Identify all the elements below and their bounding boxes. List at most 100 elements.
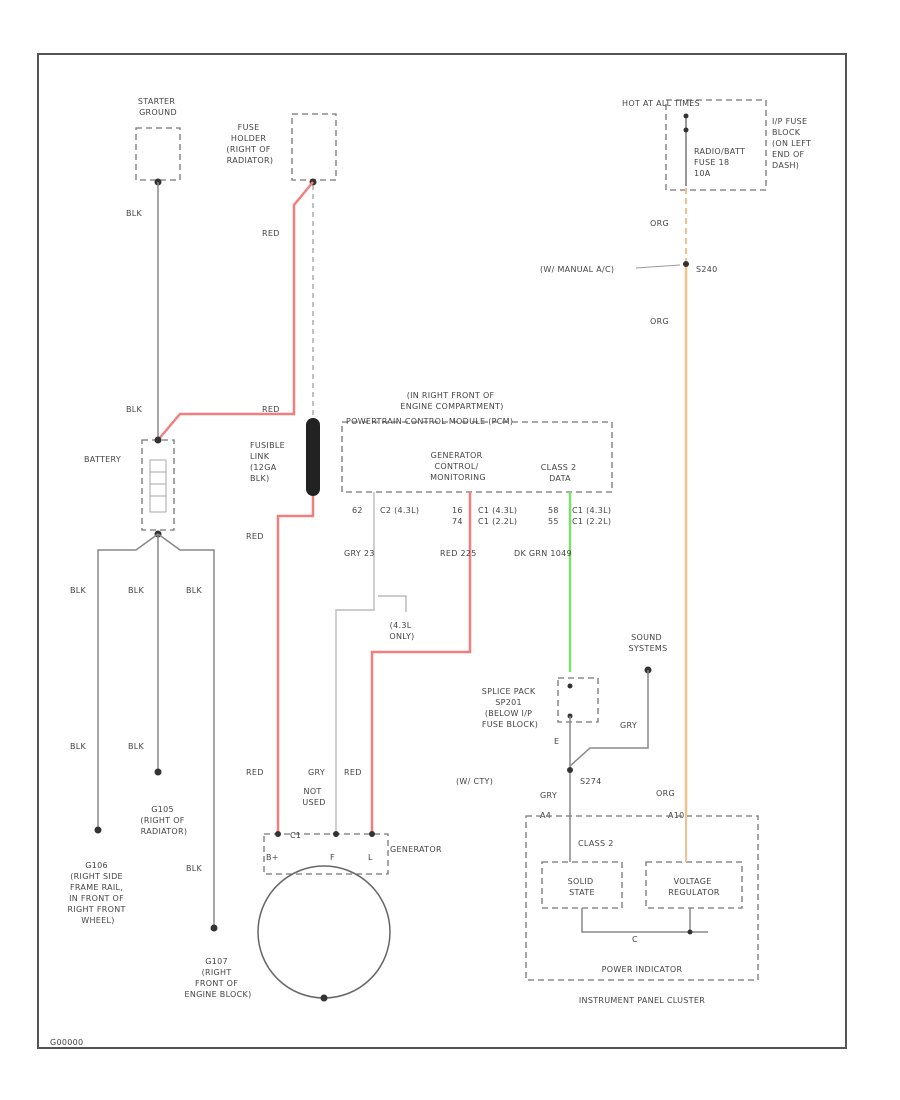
c1-connector-label: C1 <box>290 831 301 840</box>
solid-state-label: SOLID STATE <box>568 877 597 897</box>
wire-label-blk-6: BLK <box>70 742 87 751</box>
battery-ground-wire-g107 <box>157 533 215 928</box>
pcm-label: POWERTRAIN CONTROL MODULE (PCM) <box>346 417 513 426</box>
pcm-box <box>341 421 613 493</box>
gen-pin-f-node <box>333 831 339 837</box>
wire-label-org-2: ORG <box>650 317 669 326</box>
connector-c1-right-label: C1 (4.3L) <box>572 506 611 515</box>
splice-pack-node-top <box>567 683 573 689</box>
battery-positive-node <box>154 436 162 444</box>
battery-ground-wire-g106 <box>97 533 159 830</box>
connector-c1-22-label: C1 (2.2L) <box>478 517 517 526</box>
power-indicator-label: POWER INDICATOR <box>602 965 683 974</box>
wire-label-blk-4: BLK <box>128 586 145 595</box>
battery-label: BATTERY <box>84 455 121 464</box>
pin-74: 74 <box>452 517 463 526</box>
ip-fuse-block-label: I/P FUSE BLOCK (ON LEFT END OF DASH) <box>772 117 814 170</box>
gry-wire-23 <box>335 492 375 832</box>
red-wire-link-to-generator <box>276 496 315 832</box>
instrument-panel-cluster-box <box>525 815 759 981</box>
starter-ground-label: STARTER GROUND <box>138 97 178 117</box>
wire-label-red-225: RED 225 <box>440 549 477 558</box>
connector-c2-22-label: C1 (2.2L) <box>572 517 611 526</box>
s240-label: S240 <box>696 265 718 274</box>
voltage-regulator-label: VOLTAGE REGULATOR <box>668 877 720 897</box>
ip-fuse-block-box <box>665 99 767 191</box>
wire-label-blk-8: BLK <box>186 864 203 873</box>
generator-label: GENERATOR <box>390 845 442 854</box>
starter-ground-box <box>135 127 181 181</box>
wire-label-red-3: RED <box>246 532 264 541</box>
generator-ground-node <box>320 994 328 1002</box>
fuse-holder-box <box>291 113 337 181</box>
footer-code: G00000 <box>50 1038 83 1047</box>
voltage-regulator-box <box>645 861 743 909</box>
not-used-label: NOT USED <box>302 787 325 807</box>
generator-control-label: GENERATOR CONTROL/ MONITORING <box>430 451 486 482</box>
cluster-internal-link <box>581 908 708 933</box>
g107-ground-node <box>210 924 218 932</box>
generator-body <box>257 865 391 999</box>
g107-label: G107 (RIGHT FRONT OF ENGINE BLOCK) <box>185 957 252 999</box>
s274-label: S274 <box>580 777 602 786</box>
sound-systems-label: SOUND SYSTEMS <box>628 633 667 653</box>
fuse18-mid-node <box>683 127 689 133</box>
wire-label-dk-grn-1049: DK GRN 1049 <box>514 549 572 558</box>
diagram-frame <box>37 53 847 1049</box>
g106-ground-node <box>94 826 102 834</box>
only-43l-arrow <box>378 595 407 612</box>
gen-pin-l: L <box>368 853 373 862</box>
fuse18-top-node <box>683 113 689 119</box>
gen-pin-bplus-node <box>275 831 281 837</box>
fuse-holder-label: FUSE HOLDER (RIGHT OF RADIATOR) <box>226 123 273 165</box>
pin-62: 62 <box>352 506 363 515</box>
wire-label-blk-7: BLK <box>128 742 145 751</box>
wire-label-red-5: RED <box>344 768 362 777</box>
radio-batt-fuse-label: RADIO/BATT FUSE 18 10A <box>694 147 748 178</box>
splice-pin-e: E <box>554 737 559 746</box>
generator-connector-box <box>263 833 389 875</box>
battery-box <box>141 439 175 531</box>
g106-label: G106 (RIGHT SIDE FRAME RAIL, IN FRONT OF… <box>67 861 128 925</box>
wire-label-blk-1: BLK <box>126 209 143 218</box>
pin-55: 55 <box>548 517 559 526</box>
gen-pin-bplus: B+ <box>266 853 279 862</box>
wire-label-gry-4: GRY <box>540 791 557 800</box>
pin-58: 58 <box>548 506 559 515</box>
g105-ground-node <box>154 768 162 776</box>
pin-a4: A4 <box>540 811 551 820</box>
splice-pack-label: SPLICE PACK SP201 (BELOW I/P FUSE BLOCK) <box>482 687 539 729</box>
fusible-link-label: FUSIBLE LINK (12GA BLK) <box>250 441 288 483</box>
class2-label: CLASS 2 <box>578 839 614 848</box>
connector-c1-label: C1 (4.3L) <box>478 506 517 515</box>
hot-at-all-times-label: HOT AT ALL TIMES <box>622 99 700 108</box>
battery-cell-stack <box>149 459 167 513</box>
only-43l-label: (4.3L ONLY) <box>389 621 414 641</box>
class2-data-label: CLASS 2 DATA <box>541 463 579 483</box>
w-manual-ac-label: (W/ MANUAL A/C) <box>540 265 614 274</box>
gry-wire-sound-systems <box>569 670 649 767</box>
wire-label-red-1: RED <box>262 229 280 238</box>
cluster-node <box>687 929 693 935</box>
wire-label-blk-2: BLK <box>126 405 143 414</box>
wire-label-org-1: ORG <box>650 219 669 228</box>
pin-16: 16 <box>452 506 463 515</box>
wire-label-red-2: RED <box>262 405 280 414</box>
gen-pin-f: F <box>330 853 335 862</box>
wire-label-blk-5: BLK <box>186 586 203 595</box>
wire-label-gry-3: GRY <box>620 721 637 730</box>
w-manual-ac-arrow <box>635 264 681 269</box>
s274-node <box>567 767 573 773</box>
s240-node <box>683 261 689 267</box>
pcm-location-label: (IN RIGHT FRONT OF ENGINE COMPARTMENT) <box>400 391 503 411</box>
gen-pin-l-node <box>369 831 375 837</box>
red-wire-fuse-to-battery <box>157 181 314 441</box>
red-wire-225 <box>370 492 472 832</box>
wire-label-red-4: RED <box>246 768 264 777</box>
instrument-panel-cluster-label: INSTRUMENT PANEL CLUSTER <box>579 996 705 1005</box>
pin-c: C <box>632 935 638 944</box>
wire-label-blk-3: BLK <box>70 586 87 595</box>
connector-c2-label: C2 (4.3L) <box>380 506 419 515</box>
wire-label-gry-23: GRY 23 <box>344 549 375 558</box>
